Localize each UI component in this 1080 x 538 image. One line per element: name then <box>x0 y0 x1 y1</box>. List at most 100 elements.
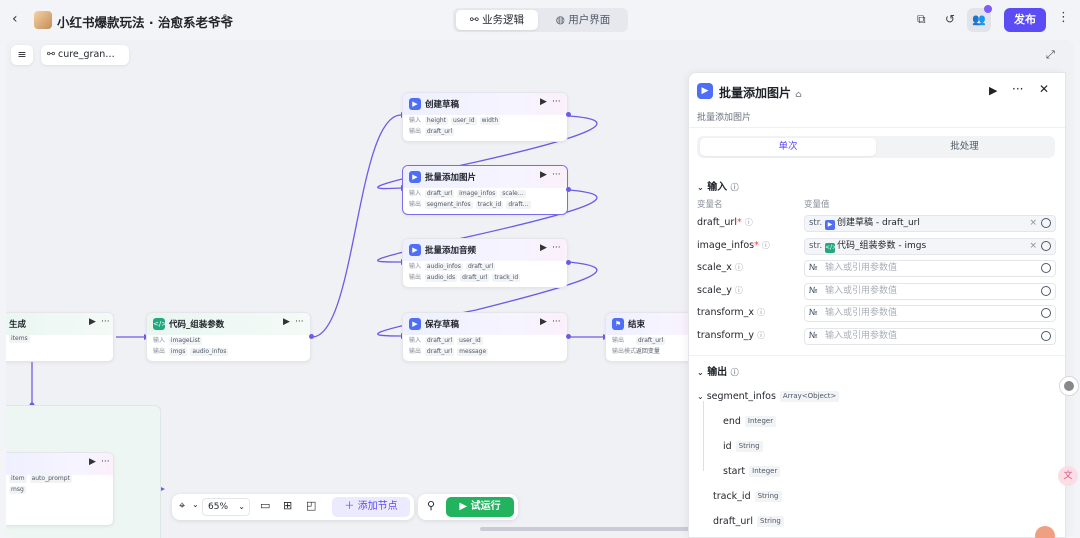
info-icon: ⓘ <box>730 368 739 377</box>
clear-icon[interactable]: × <box>1029 218 1037 228</box>
variable-ref-icon[interactable] <box>1041 241 1051 251</box>
translate-icon[interactable]: 文 <box>1058 466 1078 486</box>
node-more-icon[interactable]: ··· <box>552 97 561 107</box>
test-run-button[interactable]: ▶ 试运行 <box>446 497 514 517</box>
debug-icon[interactable]: ⚲ <box>427 499 436 512</box>
info-icon: ⓘ <box>756 308 765 317</box>
output-port[interactable] <box>566 260 571 265</box>
variable-ref-icon[interactable] <box>1041 331 1051 341</box>
add-node-button[interactable]: ＋ 添加节点 <box>332 497 410 517</box>
param-value-draft-url[interactable]: str. ▶创建草稿 - draft_url × <box>804 215 1056 232</box>
chevron-down-icon: ⌄ <box>697 183 704 192</box>
palette-icon: ◍ <box>555 14 569 26</box>
back-icon[interactable]: ‹ <box>12 11 18 27</box>
minimap-icon[interactable]: ◰ <box>306 499 317 512</box>
edit-icon[interactable]: ⌂ <box>795 90 802 100</box>
publish-button[interactable]: 发布 <box>1004 8 1046 32</box>
param-value-transform-y[interactable]: № 输入或引用参数值 <box>804 328 1056 345</box>
output-section-header[interactable]: ⌄ 输出 ⓘ <box>697 367 739 378</box>
run-node-icon[interactable]: ▶ <box>540 170 547 180</box>
plugin-icon: ▶ <box>409 318 421 330</box>
node-generate-partial[interactable]: 生成 ▶ ··· items <box>6 312 114 362</box>
tab-business-logic[interactable]: ⚯ 业务逻辑 <box>456 10 538 30</box>
run-node-icon[interactable]: ▶ <box>283 317 290 327</box>
project-chip[interactable]: ⚯ cure_gran… <box>41 45 129 65</box>
info-icon: ⓘ <box>744 218 753 227</box>
run-node-icon[interactable]: ▶ <box>540 317 547 327</box>
run-node-icon[interactable]: ▶ <box>89 457 96 467</box>
run-node-icon[interactable]: ▶ <box>540 97 547 107</box>
canvas-toolbar: ⌖ ⌄ 65% ⌄ ▭ ⊞ ◰ ＋ 添加节点 <box>172 494 414 520</box>
canvas-scrollbar[interactable] <box>480 527 720 531</box>
view-tabs: ⚯ 业务逻辑 ◍ 用户界面 <box>453 8 628 32</box>
output-port[interactable] <box>309 334 314 339</box>
collaborators-button[interactable]: 👥 <box>967 5 992 32</box>
notification-dot <box>984 5 992 13</box>
chevron-down-icon[interactable]: ⌄ <box>192 500 199 509</box>
zoom-select[interactable]: 65% ⌄ <box>202 498 250 516</box>
param-name: image_infos* ⓘ <box>697 240 770 251</box>
node-more-icon[interactable]: ··· <box>101 317 110 327</box>
node-more-icon[interactable]: ··· <box>552 317 561 327</box>
run-node-icon[interactable]: ▶ <box>540 243 547 253</box>
node-more-icon[interactable]: ··· <box>295 317 304 327</box>
wire-code-to-create <box>311 114 402 338</box>
fullscreen-icon[interactable]: ⤢ <box>1046 48 1055 61</box>
run-toolbar: ⚲ ▶ 试运行 <box>418 494 518 520</box>
mouse-mode-icon[interactable]: ⌖ <box>179 499 186 512</box>
param-value-scale-y[interactable]: № 输入或引用参数值 <box>804 283 1056 300</box>
tab-user-interface[interactable]: ◍ 用户界面 <box>555 14 611 26</box>
history-icon[interactable]: ↺ <box>945 12 956 26</box>
tab-batch[interactable]: 批处理 <box>950 141 979 152</box>
info-icon: ⓘ <box>756 331 765 340</box>
node-more-icon[interactable]: ··· <box>552 170 561 180</box>
param-value-transform-x[interactable]: № 输入或引用参数值 <box>804 305 1056 322</box>
close-icon[interactable]: ✕ <box>1039 82 1050 96</box>
flag-icon: ⚑ <box>612 318 624 330</box>
avatar[interactable] <box>1035 526 1055 538</box>
comment-icon[interactable]: ▭ <box>260 499 271 512</box>
assistant-handle[interactable] <box>1059 376 1079 396</box>
chevron-down-icon: ⌄ <box>238 502 245 511</box>
mode-switch: 单次 批处理 <box>697 136 1055 158</box>
layout-icon[interactable]: ⊞ <box>283 499 293 512</box>
edit-icon[interactable]: ✎ <box>222 12 232 25</box>
more-icon[interactable]: ⋮ <box>1057 10 1070 25</box>
more-icon[interactable]: ··· <box>1012 82 1024 96</box>
variable-ref-icon[interactable] <box>1041 308 1051 318</box>
top-bar: ‹ 小红书爆款玩法 · 治愈系老爷爷 ✎ ⚯ 业务逻辑 ◍ 用户界面 ⧉ ↺ 👥… <box>0 0 1080 40</box>
wire-images-to-audio <box>377 189 598 263</box>
users-icon: 👥 <box>972 13 986 26</box>
param-value-scale-x[interactable]: № 输入或引用参数值 <box>804 260 1056 277</box>
info-icon: ⓘ <box>730 183 739 192</box>
output-port[interactable] <box>566 112 571 117</box>
node-more-icon[interactable]: ··· <box>101 457 110 467</box>
input-section-header[interactable]: ⌄ 输入 ⓘ <box>697 182 739 193</box>
sidebar-toggle-icon[interactable]: ≡ <box>11 45 33 65</box>
run-node-icon[interactable]: ▶ <box>989 84 998 97</box>
variable-ref-icon[interactable] <box>1041 263 1051 273</box>
node-more-icon[interactable]: ··· <box>552 243 561 253</box>
param-value-image-infos[interactable]: str. </>代码_组装参数 - imgs × <box>804 238 1056 255</box>
variable-ref-icon[interactable] <box>1041 218 1051 228</box>
info-icon: ⓘ <box>734 263 743 272</box>
info-icon: ⓘ <box>761 241 770 250</box>
tab-single[interactable]: 单次 <box>700 138 876 156</box>
output-port[interactable] <box>566 334 571 339</box>
run-node-icon[interactable]: ▶ <box>89 317 96 327</box>
node-end[interactable]: ⚑ 结束 输出 draft_url 输出模式 返回变量 <box>605 312 695 362</box>
output-port[interactable] <box>566 187 571 192</box>
layers-icon[interactable]: ⧉ <box>917 12 926 26</box>
panel-title: 批量添加图片 ⌂ <box>719 86 802 100</box>
clear-icon[interactable]: × <box>1029 241 1037 251</box>
variable-ref-icon[interactable] <box>1041 286 1051 296</box>
panel-subtitle: 批量添加图片 <box>697 113 752 123</box>
